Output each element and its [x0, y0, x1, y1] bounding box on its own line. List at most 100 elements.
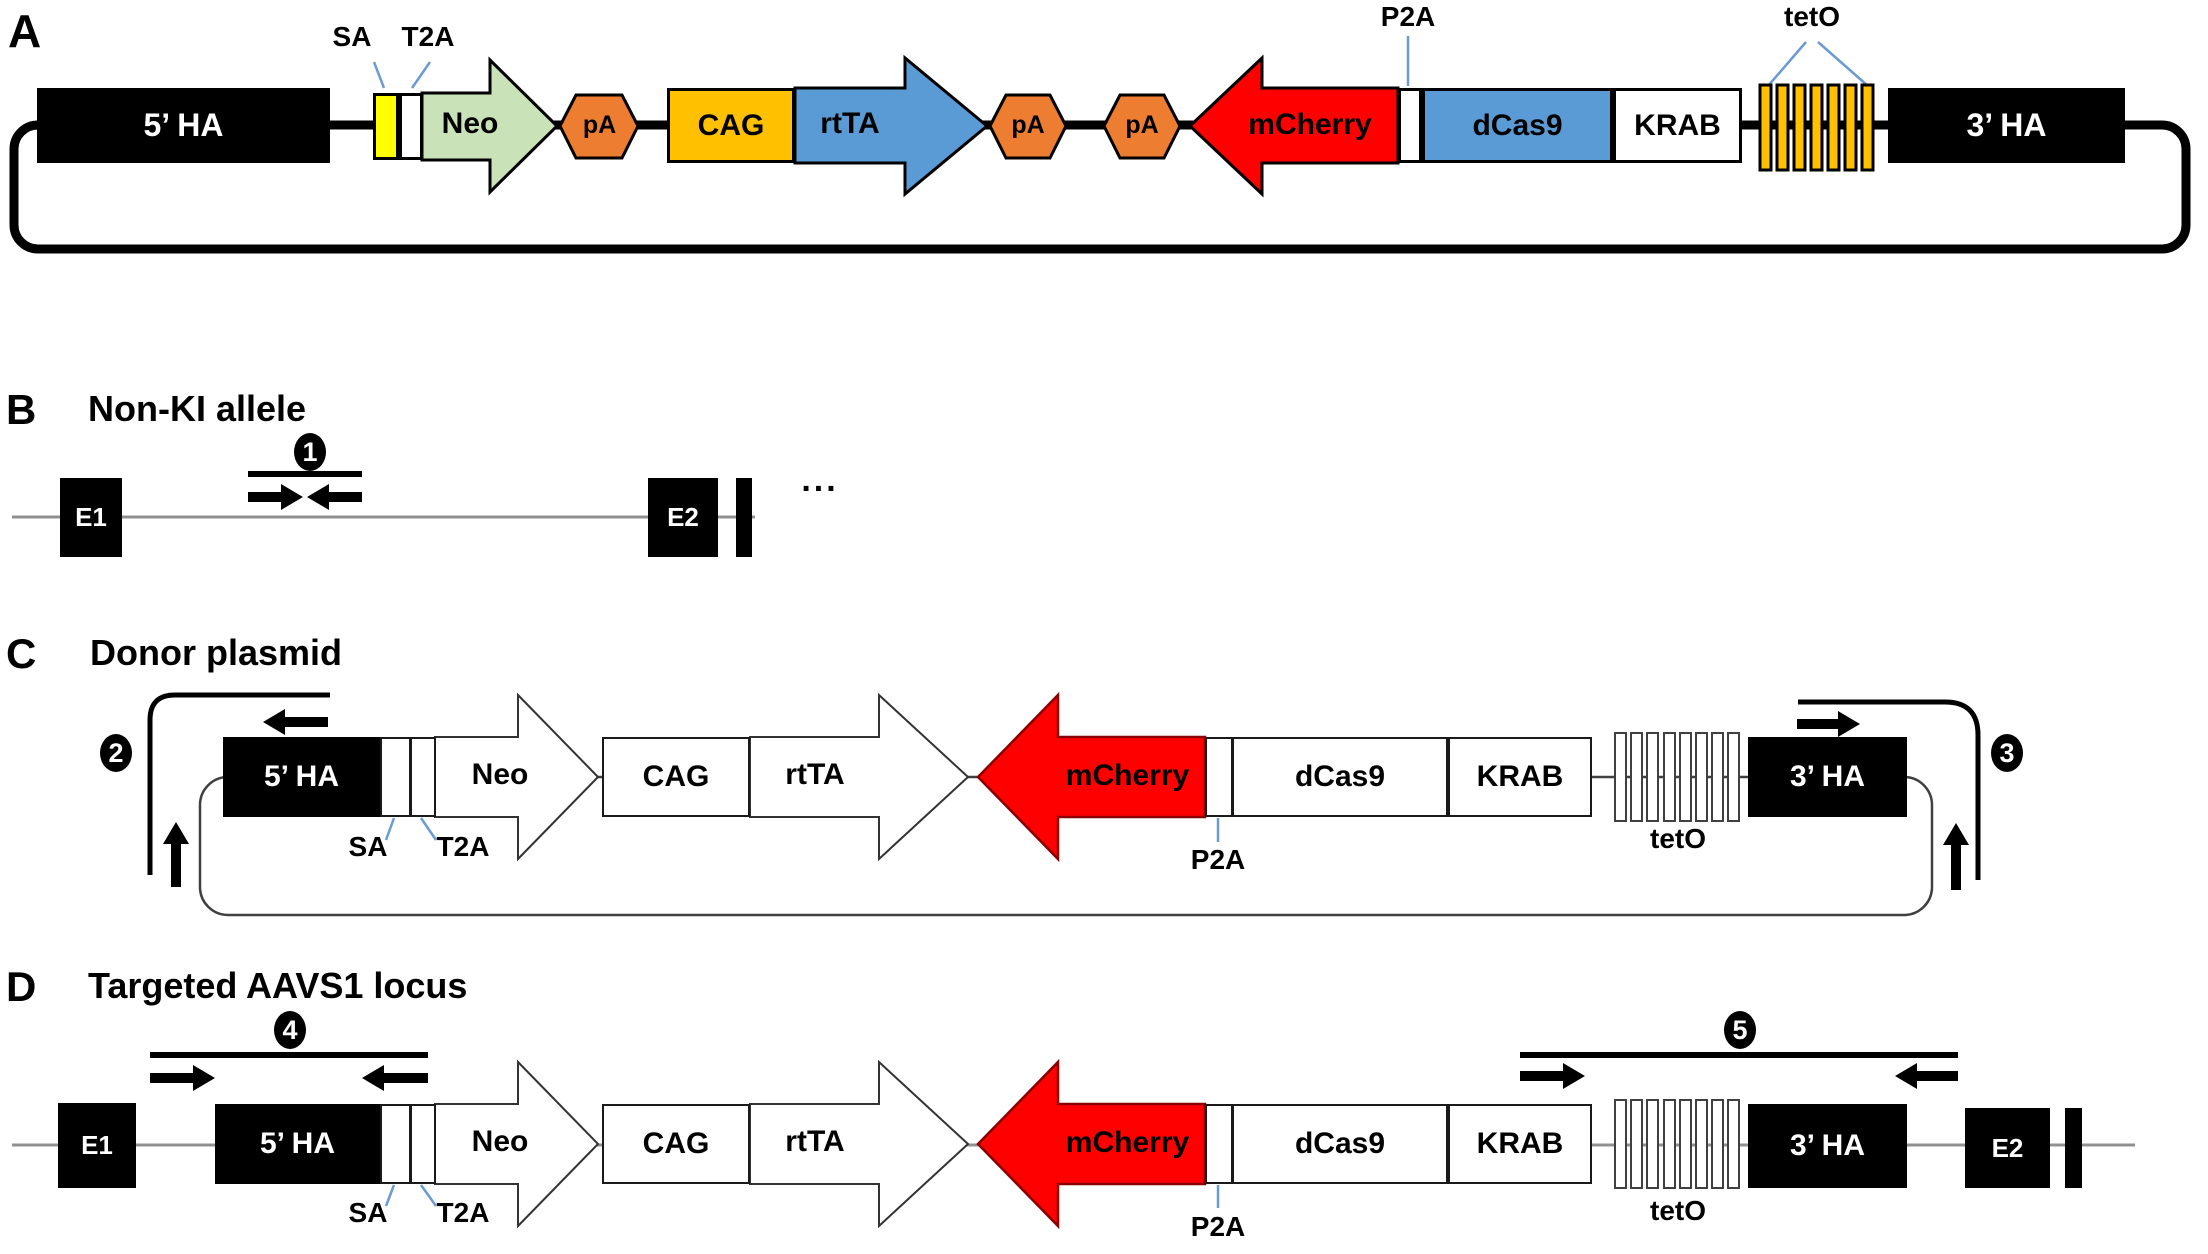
primer5-forward-arrow: [1520, 1063, 1585, 1089]
primer4-badge: 4: [274, 1011, 306, 1049]
primer5-reverse-arrow: [1895, 1063, 1958, 1089]
mcherry-label-a: mCherry: [1248, 108, 1372, 141]
sa-box-c: [380, 737, 411, 817]
cag-box-d: CAG: [602, 1104, 750, 1184]
five-prime-ha-box-d: 5’ HA: [215, 1104, 380, 1184]
rtta-label-c: rtTA: [785, 758, 845, 791]
sa-box-a: [373, 93, 399, 160]
krab-box-d: KRAB: [1448, 1104, 1592, 1184]
three-prime-ha-label-d: 3’ HA: [1789, 1129, 1866, 1162]
dcas9-box-c: dCas9: [1232, 737, 1448, 817]
neo-arrow-a: [420, 56, 560, 196]
dcas9-label-d: dCas9: [1294, 1127, 1386, 1160]
neo-label-c: Neo: [471, 758, 529, 791]
e2-box-b: E2: [648, 478, 718, 557]
five-prime-ha-box-c: 5’ HA: [223, 737, 380, 817]
teto-array-c: [1614, 732, 1740, 822]
teto-callout-a: tetO: [1784, 1, 1840, 32]
pa-hexagon-1: [558, 93, 640, 160]
t2a-callout-a: T2A: [401, 21, 455, 52]
five-prime-ha-label-d: 5’ HA: [259, 1127, 336, 1160]
pa-label-2: pA: [1011, 111, 1045, 139]
primer5-badge: 5: [1724, 1011, 1756, 1049]
krab-label-c: KRAB: [1476, 760, 1564, 793]
primer5-bar: [1520, 1052, 1958, 1058]
primer2-badge: 2: [100, 734, 132, 772]
neo-label-a: Neo: [441, 107, 499, 140]
primer1-forward-arrow: [248, 484, 303, 510]
three-prime-ha-box-c: 3’ HA: [1748, 737, 1907, 817]
e1-box-d: E1: [58, 1103, 136, 1188]
primer4-bar: [150, 1052, 428, 1058]
neo-label-d: Neo: [471, 1125, 529, 1158]
primer1-reverse-arrow: [307, 484, 362, 510]
sa-box-d: [380, 1104, 411, 1184]
e2-label-d: E2: [1991, 1132, 2024, 1163]
e2-box-d: E2: [1965, 1108, 2050, 1188]
five-prime-ha-label-a: 5’ HA: [143, 107, 224, 143]
neo-arrow-d: [434, 1059, 600, 1229]
primer3-badge: 3: [1991, 734, 2023, 772]
e1-label-b: E1: [75, 502, 107, 532]
primer2-up-arrow: [163, 822, 189, 887]
panel-d-title: Targeted AAVS1 locus: [88, 965, 468, 1006]
dcas9-label-c: dCas9: [1294, 760, 1386, 793]
primer3-bracket: [1798, 699, 1981, 880]
cag-box-a: CAG: [667, 88, 795, 163]
primer2-reverse-arrow: [263, 709, 328, 735]
t2a-leader-c: [419, 817, 438, 841]
t2a-box-a: [399, 93, 423, 160]
three-prime-ha-box-d: 3’ HA: [1748, 1104, 1907, 1188]
exon-bar-b: [736, 478, 752, 557]
mcherry-label-c: mCherry: [1065, 759, 1190, 792]
teto-callout-d: tetO: [1650, 1195, 1706, 1226]
e2-label-b: E2: [667, 502, 699, 532]
pa-label-1: pA: [582, 111, 617, 139]
panel-a-letter: A: [8, 5, 42, 57]
p2a-callout-d: P2A: [1190, 1211, 1246, 1242]
mcherry-label-d: mCherry: [1065, 1126, 1190, 1159]
t2a-callout-d: T2A: [436, 1197, 490, 1228]
panel-c-letter: C: [6, 630, 37, 677]
neo-arrow-c: [434, 692, 600, 862]
t2a-box-c: [410, 737, 436, 817]
sa-leader-c: [384, 817, 396, 841]
teto-array-d: [1614, 1099, 1740, 1189]
primer1-bar: [248, 471, 362, 477]
primer5-number: 5: [1732, 1014, 1748, 1045]
t2a-leader-d: [419, 1184, 438, 1207]
mcherry-arrow-d: [976, 1058, 1207, 1230]
primer2-bracket: [147, 692, 330, 875]
three-prime-ha-label-a: 3’ HA: [1966, 107, 2047, 143]
sa-callout-d: SA: [348, 1197, 388, 1228]
primer4-number: 4: [282, 1014, 298, 1045]
five-prime-ha-box-a: 5’ HA: [37, 88, 330, 163]
dcas9-box-a: dCas9: [1422, 88, 1613, 163]
primer3-number: 3: [1999, 737, 2015, 768]
primer4-reverse-arrow: [362, 1065, 428, 1091]
three-prime-ha-box-a: 3’ HA: [1888, 88, 2125, 163]
panel-c-title: Donor plasmid: [90, 632, 343, 673]
krab-box-a: KRAB: [1613, 88, 1742, 163]
rtta-label-a: rtTA: [820, 107, 880, 140]
mcherry-arrow-a: [1187, 54, 1400, 198]
teto-leader-right-a: [1817, 41, 1869, 87]
e1-label-d: E1: [81, 1130, 113, 1160]
rtta-arrow-a: [793, 54, 990, 198]
primer4-forward-arrow: [150, 1065, 215, 1091]
e1-box-b: E1: [60, 478, 122, 557]
rtta-arrow-d: [749, 1059, 970, 1229]
primer3-up-arrow: [1943, 823, 1969, 890]
teto-array-a: [1758, 83, 1875, 172]
panel-b-title: Non-KI allele: [88, 388, 307, 429]
p2a-box-a: [1398, 88, 1422, 163]
sa-leader-a: [372, 61, 386, 89]
t2a-box-d: [410, 1104, 436, 1184]
dcas9-label-a: dCas9: [1472, 108, 1563, 142]
primer1-badge: 1: [294, 433, 326, 471]
cag-label-c: CAG: [642, 760, 710, 793]
primer3-forward-arrow: [1797, 711, 1860, 737]
krab-label-a: KRAB: [1634, 108, 1721, 142]
sa-callout-a: SA: [332, 21, 372, 52]
